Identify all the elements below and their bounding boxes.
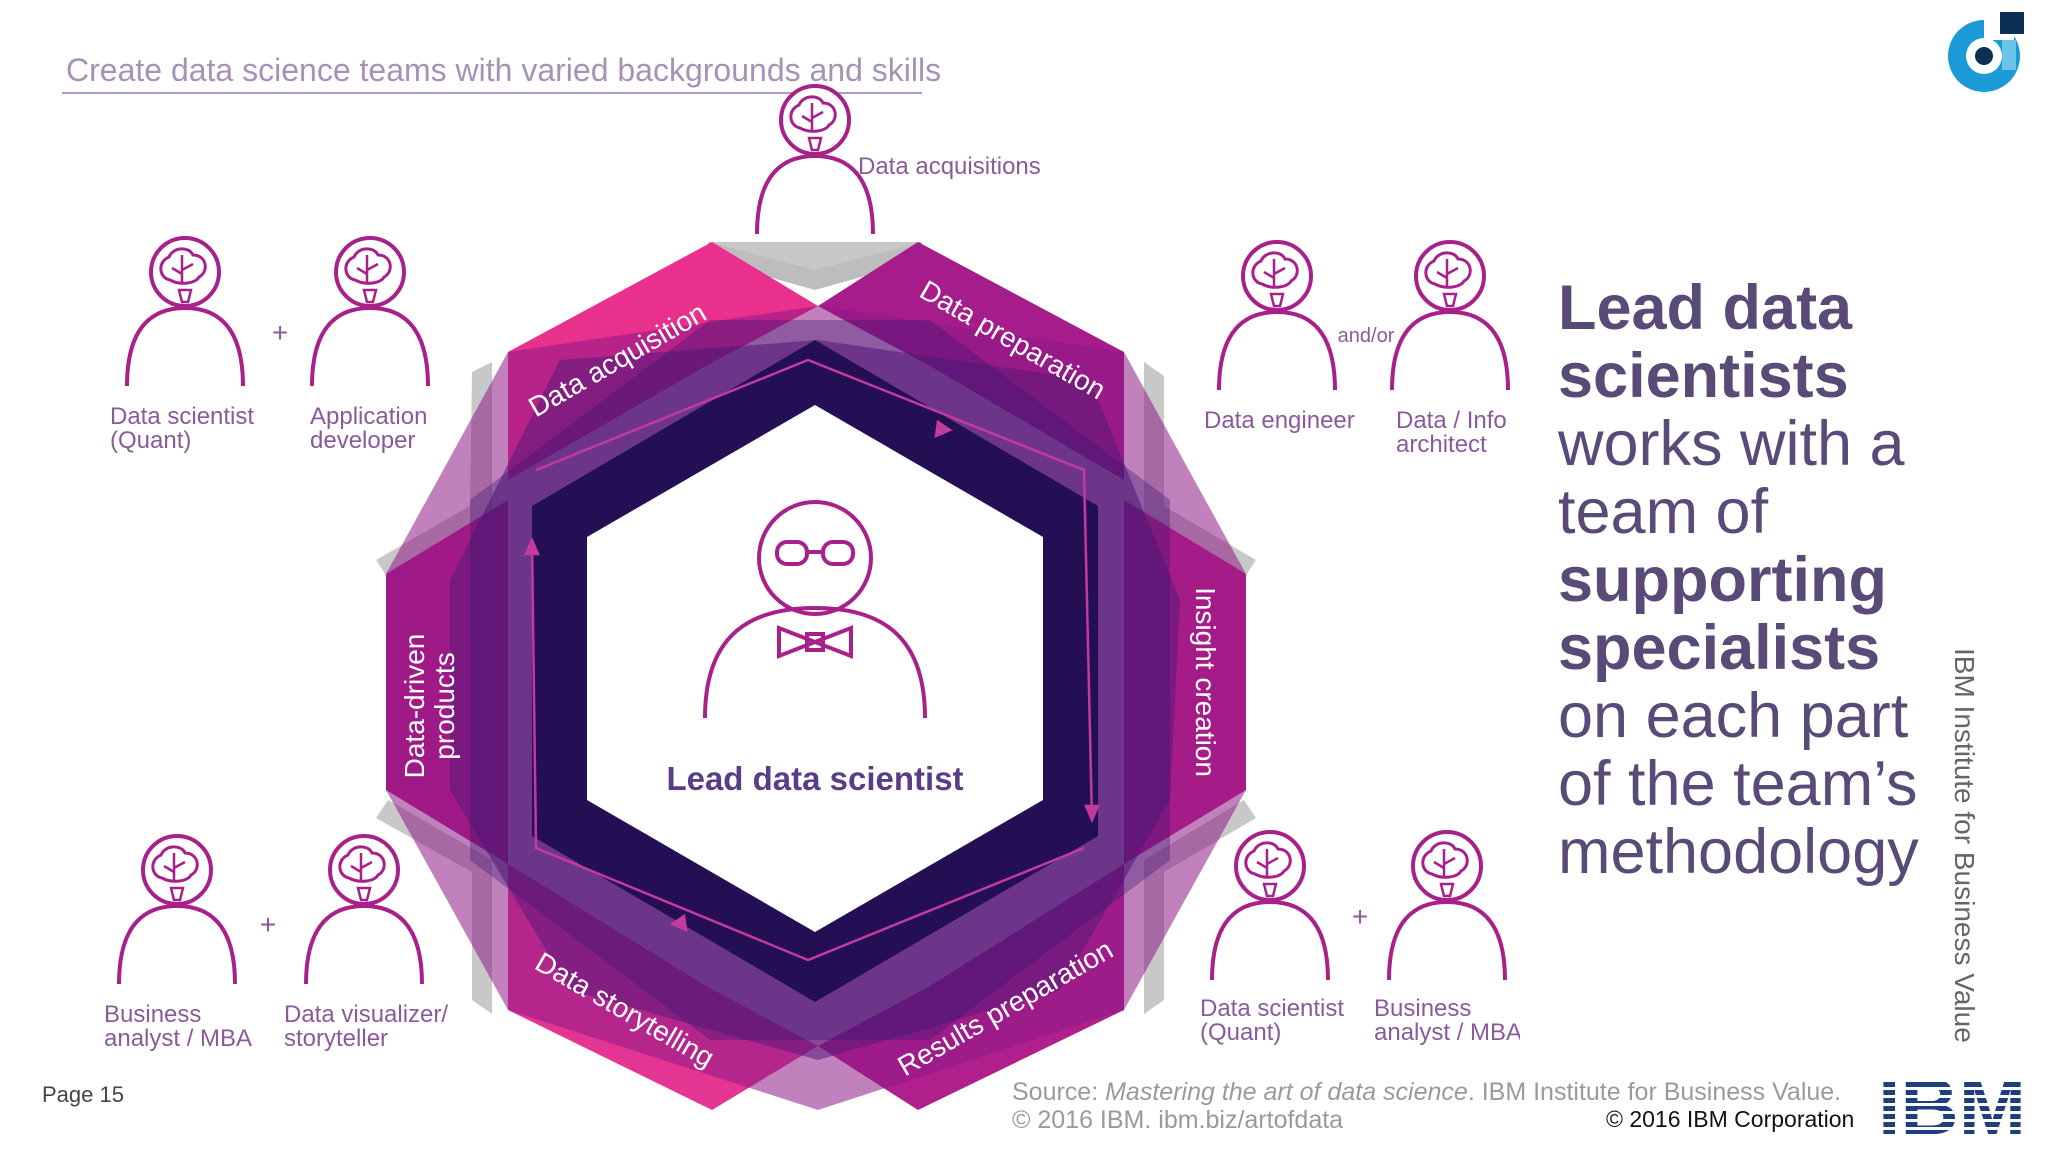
source-suffix: . IBM Institute for Business Value. [1467,1078,1842,1106]
headline-bold-2: supporting specialists [1558,545,1887,683]
person-icon-data-acquisitions [755,84,875,236]
headline-text-2: on each part of the team’s methodology [1558,681,1919,887]
segment-label-data-driven: Data-driven [399,634,430,779]
role-label-application: Application [310,403,427,430]
person-icon-data-info-architect [1390,240,1510,392]
role-label-data-info: Data / Info [1396,407,1507,434]
source-title: Mastering the art of data science [1105,1078,1468,1106]
person-icon-data-visualizer [304,834,424,986]
ibm-logo: IBM [1878,1074,2026,1134]
title-underline [62,92,922,94]
role-label-quant: (Quant) [110,427,191,454]
role-label-business: Business [104,1001,201,1028]
cycle-arrows [524,358,1100,962]
connector-and-or: and/or [1338,325,1395,347]
person-icon-data-engineer [1217,240,1337,392]
role-label-data-scientist-2: Data scientist [1200,995,1344,1022]
slide-title: Create data science teams with varied ba… [66,52,942,88]
side-label: IBM Institute for Business Value [1949,648,1980,1043]
connector-plus: + [272,317,288,348]
role-label-data-acquisitions: Data acquisitions [858,153,1041,180]
role-label-data-scientist: Data scientist [110,403,254,430]
role-label-business-2: Business [1374,995,1471,1022]
center-label: Lead data scientist [666,760,963,797]
segment-label-insight-creation: Insight creation [1190,587,1221,777]
connector-plus-bottom-right: + [1352,901,1368,932]
person-icon-data-scientist [125,236,245,388]
lead-data-scientist-icon [703,500,927,719]
segment-label-products: products [429,652,460,759]
role-label-architect: architect [1396,431,1487,458]
source-line-2: © 2016 IBM. ibm.biz/artofdata [1012,1106,1344,1134]
person-icon-data-scientist-quant [1210,830,1330,982]
role-label-data-engineer: Data engineer [1204,407,1355,434]
role-label-storyteller: storyteller [284,1025,388,1052]
person-icon-application-developer [310,236,430,388]
page-number: Page 15 [42,1082,124,1107]
person-icon-business-analyst-mba [1387,830,1507,982]
person-icon-business-analyst [117,834,237,986]
role-label-analyst-mba-2: analyst / MBA [1374,1019,1520,1046]
source-citation: Source: Mastering the art of data scienc… [1012,1078,1841,1134]
role-label-developer: developer [310,427,415,454]
ibm-wordmark: IBM [1878,1074,2026,1134]
role-label-analyst-mba: analyst / MBA [104,1025,252,1052]
headline: Lead data scientists works with a team o… [1558,274,1958,886]
connector-plus-bottom-left: + [260,909,276,940]
source-prefix: Source: [1012,1078,1106,1106]
headline-bold-1: Lead data scientists [1558,273,1853,411]
brand-logo-icon [1948,10,2024,92]
copyright: © 2016 IBM Corporation [1606,1106,1855,1132]
role-label-quant-2: (Quant) [1200,1019,1281,1046]
center-hexagon [587,405,1043,932]
headline-text-1: works with a team of [1558,409,1905,547]
role-label-data-visualizer: Data visualizer/ [284,1001,448,1028]
team-diagram: Lead data scientist Data acquisition Dat… [104,84,1520,1110]
